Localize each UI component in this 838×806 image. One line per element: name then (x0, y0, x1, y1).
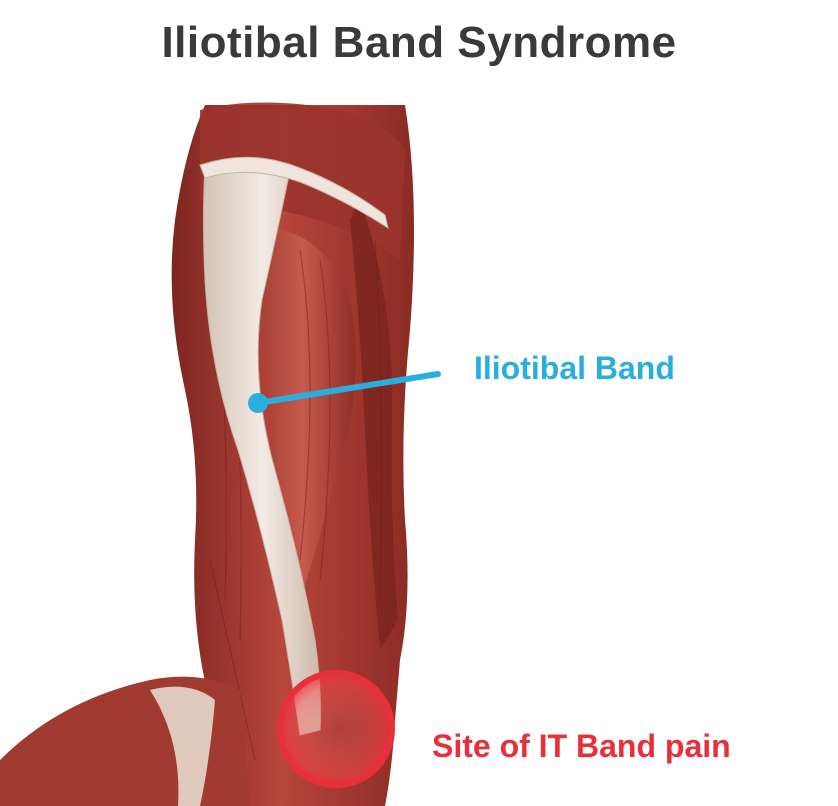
lower-leg-muscle (0, 676, 250, 806)
iliotibial-band-callout-dot (248, 393, 268, 413)
pain-site-circle (277, 670, 395, 788)
hamstring-muscle (350, 200, 398, 650)
iliotibial-band-label: Iliotibal Band (474, 350, 675, 386)
hip-tendon-sheath (199, 156, 389, 230)
diagram-title: Iliotibal Band Syndrome (161, 18, 677, 67)
pain-site-label: Site of IT Band pain (432, 728, 731, 764)
iliotibial-band-callout-line (255, 371, 441, 406)
lower-leg-tendon (150, 686, 215, 806)
